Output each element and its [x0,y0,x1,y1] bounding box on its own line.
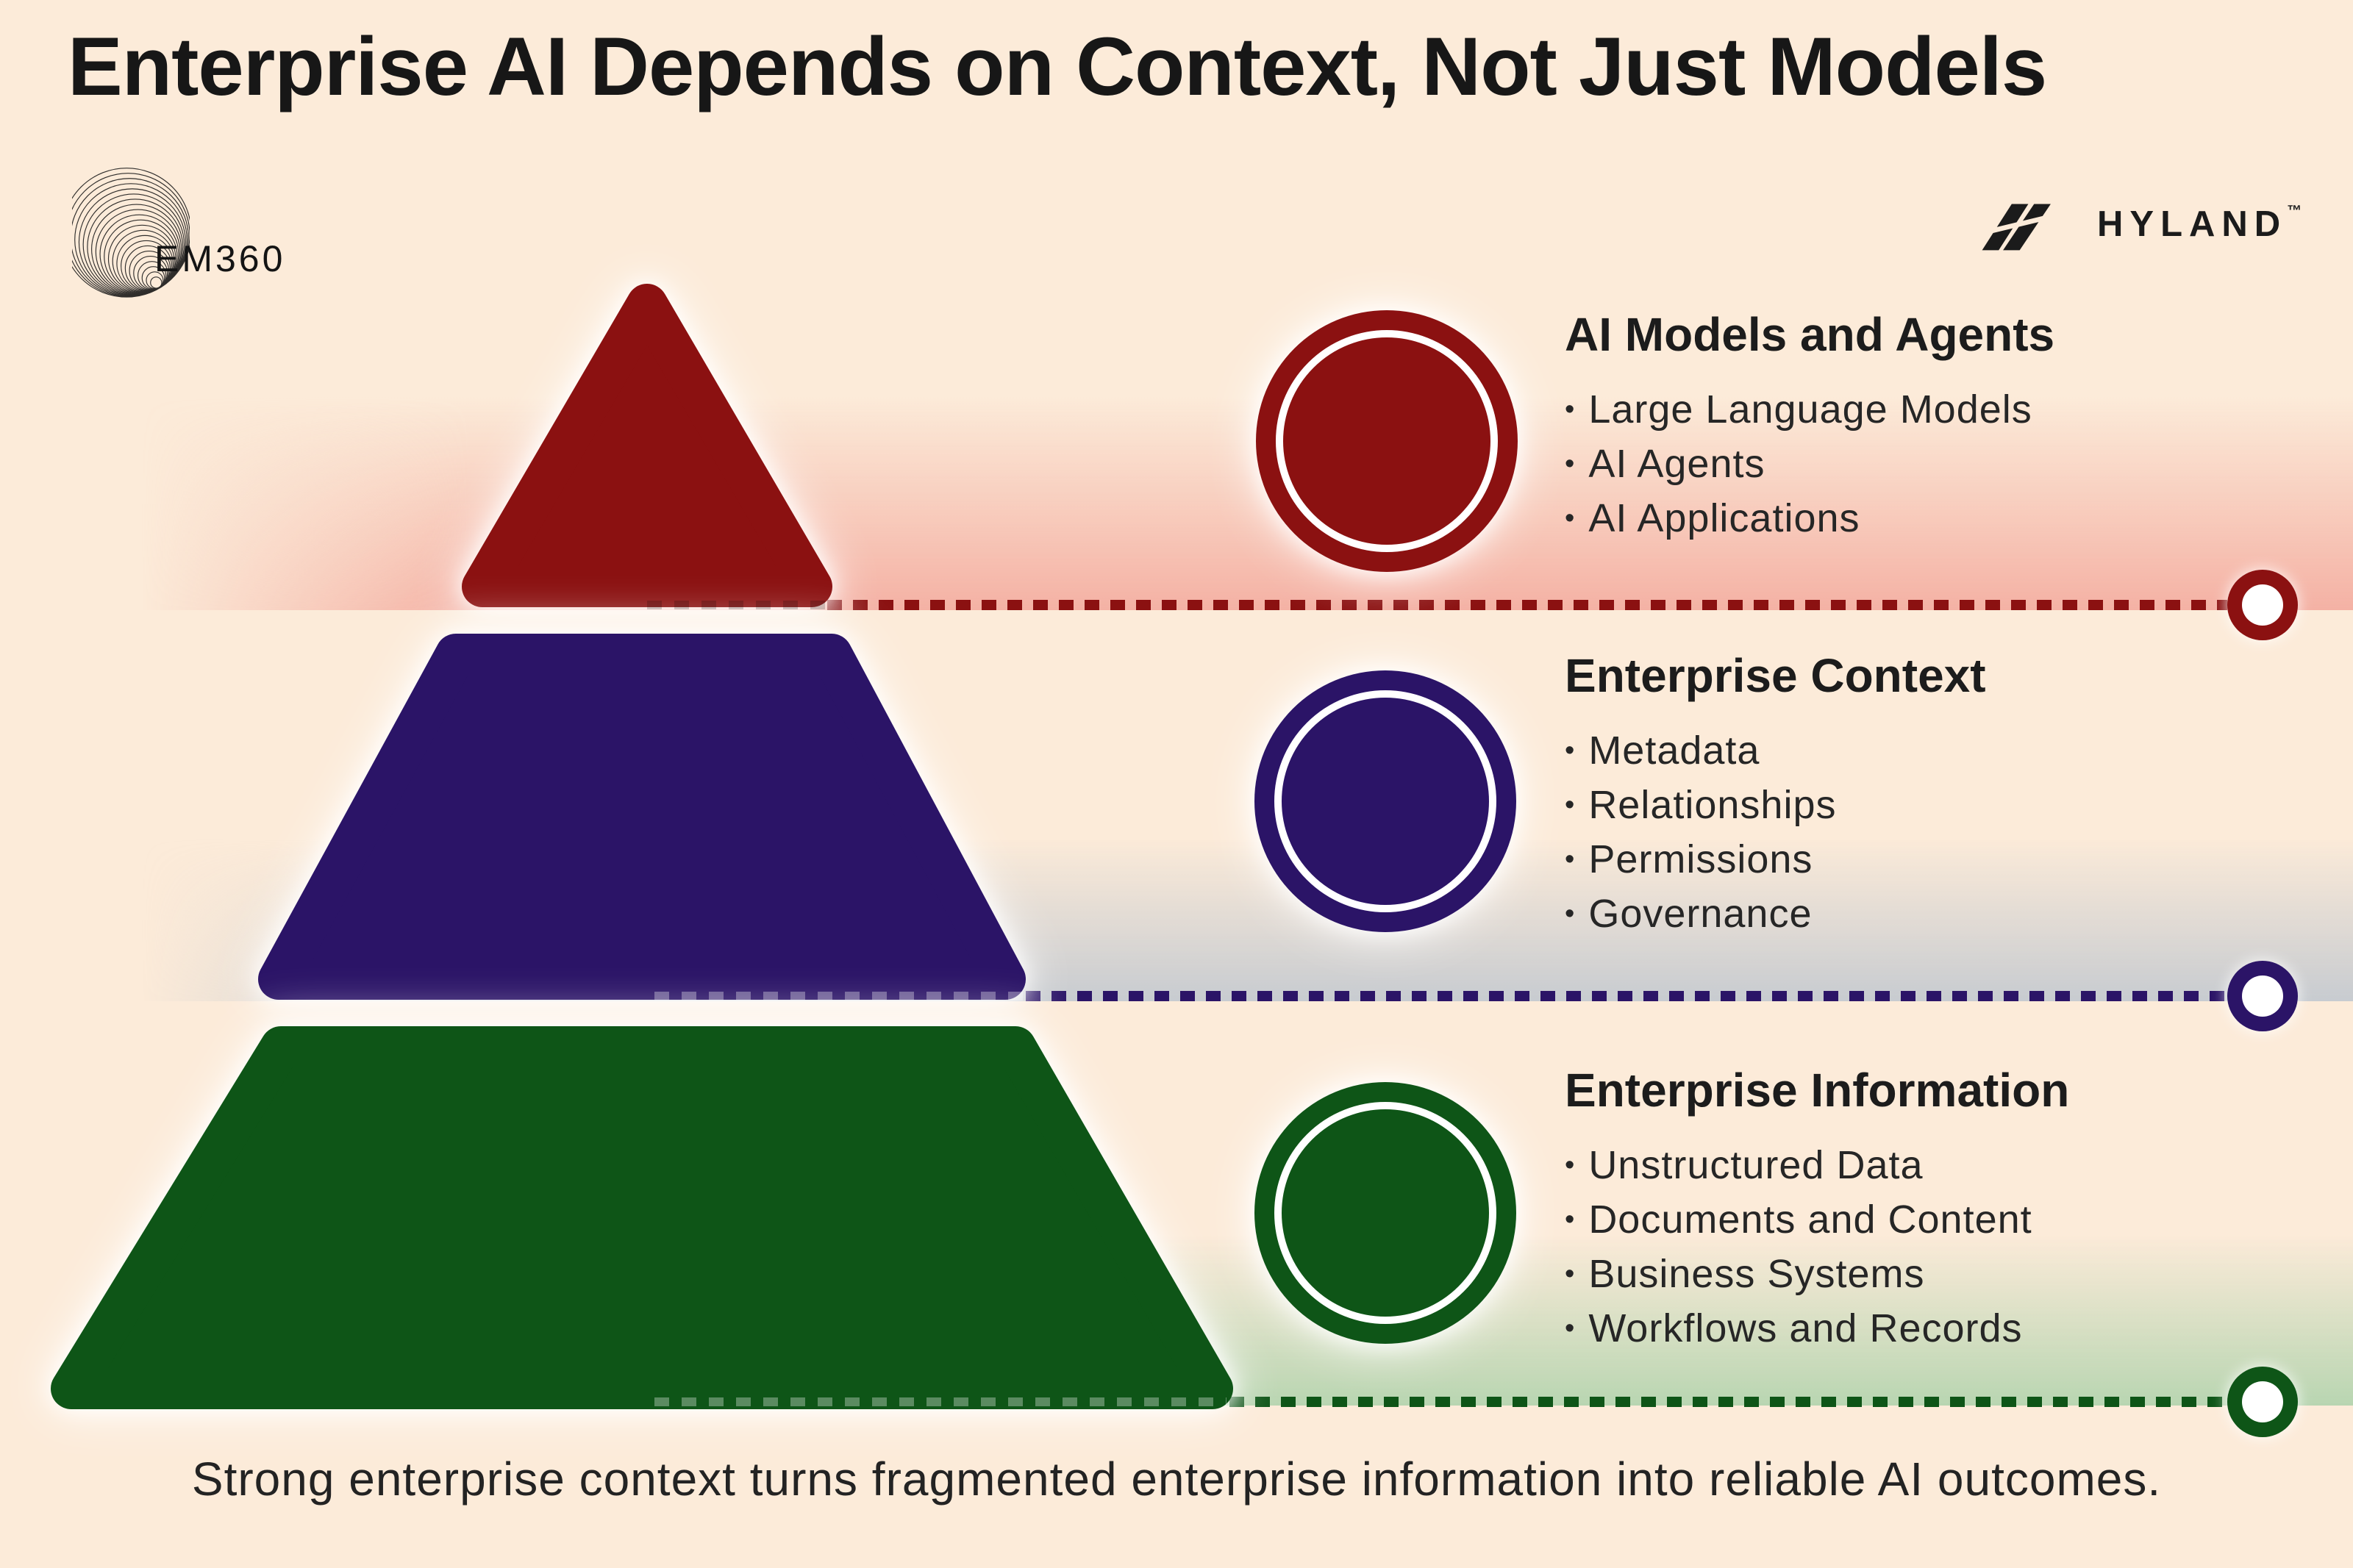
hyland-logo-text: HYLAND™ [2097,203,2302,244]
bullet-dot: • [1565,843,1576,875]
list-item: • AI Applications [1565,491,2300,545]
list-item-label: Relationships [1588,783,1837,827]
em360-spiral-icon [72,168,190,298]
list-item-label: AI Agents [1588,442,1765,486]
footer-caption: Strong enterprise context turns fragment… [191,1453,2162,1506]
list-item-label: Metadata [1588,728,1760,773]
bullet-dot: • [1565,1312,1576,1344]
list-item: • Relationships [1565,778,2300,832]
pyramid-middle-navy-trapezoid [258,634,1026,1000]
pyramid-top-red-triangle [462,284,832,607]
page-title: Enterprise AI Depends on Context, Not Ju… [68,21,2047,112]
bullet-dot: • [1565,898,1576,929]
hyland-h-icon [1974,204,2057,251]
section-enterprise-information: Enterprise Information • Unstructured Dat… [1565,1064,2300,1356]
list-item: • Documents and Content [1565,1192,2300,1247]
em360-logo-text: EM360 [154,238,286,279]
green-endpoint-circle [2227,1367,2298,1437]
section-bullet-list: • Unstructured Data • Documents and Conten… [1565,1138,2300,1356]
bullet-dot: • [1565,734,1576,766]
bullet-dot: • [1565,393,1576,425]
list-item: • Large Language Models [1565,382,2300,437]
green-medallion-icon [1254,1082,1516,1344]
list-item: • Permissions [1565,832,2300,887]
list-item: • AI Agents [1565,437,2300,491]
bullet-dot: • [1565,448,1576,479]
em360-logo: EM360 [72,151,337,301]
red-tier-band [0,397,2353,610]
bullet-dot: • [1565,1258,1576,1289]
section-bullet-list: • Large Language Models • AI Agents • AI Ap… [1565,382,2300,545]
list-item-label: Governance [1588,892,1813,936]
trademark-symbol: ™ [2287,203,2302,219]
section-enterprise-context: Enterprise Context • Metadata • Relationsh… [1565,650,2300,941]
bullet-dot: • [1565,1203,1576,1235]
section-heading: AI Models and Agents [1565,308,2055,361]
bullet-dot: • [1565,502,1576,534]
red-endpoint-circle [2227,570,2298,640]
list-item-label: Documents and Content [1588,1198,2032,1242]
list-item-label: Unstructured Data [1588,1143,1924,1187]
list-item: • Unstructured Data [1565,1138,2300,1192]
list-item-label: Large Language Models [1588,387,2032,432]
list-item-label: Workflows and Records [1588,1306,2023,1350]
list-item: • Workflows and Records [1565,1301,2300,1356]
navy-endpoint-circle [2227,961,2298,1031]
list-item: • Business Systems [1565,1247,2300,1301]
section-heading: Enterprise Context [1565,649,1986,702]
hyland-logo: HYLAND™ [1932,182,2344,265]
pyramid-bottom-green-trapezoid [51,1026,1233,1409]
section-heading: Enterprise Information [1565,1064,2070,1117]
list-item-label: Permissions [1588,837,1813,881]
list-item-label: AI Applications [1588,496,1860,540]
navy-medallion-icon [1254,670,1516,932]
list-item-label: Business Systems [1588,1252,1925,1296]
section-bullet-list: • Metadata • Relationships • Permissions • G… [1565,723,2300,941]
bullet-dot: • [1565,789,1576,820]
list-item: • Governance [1565,887,2300,941]
list-item: • Metadata [1565,723,2300,778]
section-ai-models-and-agents: AI Models and Agents • Large Language Mod… [1565,309,2300,545]
bullet-dot: • [1565,1149,1576,1181]
red-medallion-icon [1256,310,1518,572]
